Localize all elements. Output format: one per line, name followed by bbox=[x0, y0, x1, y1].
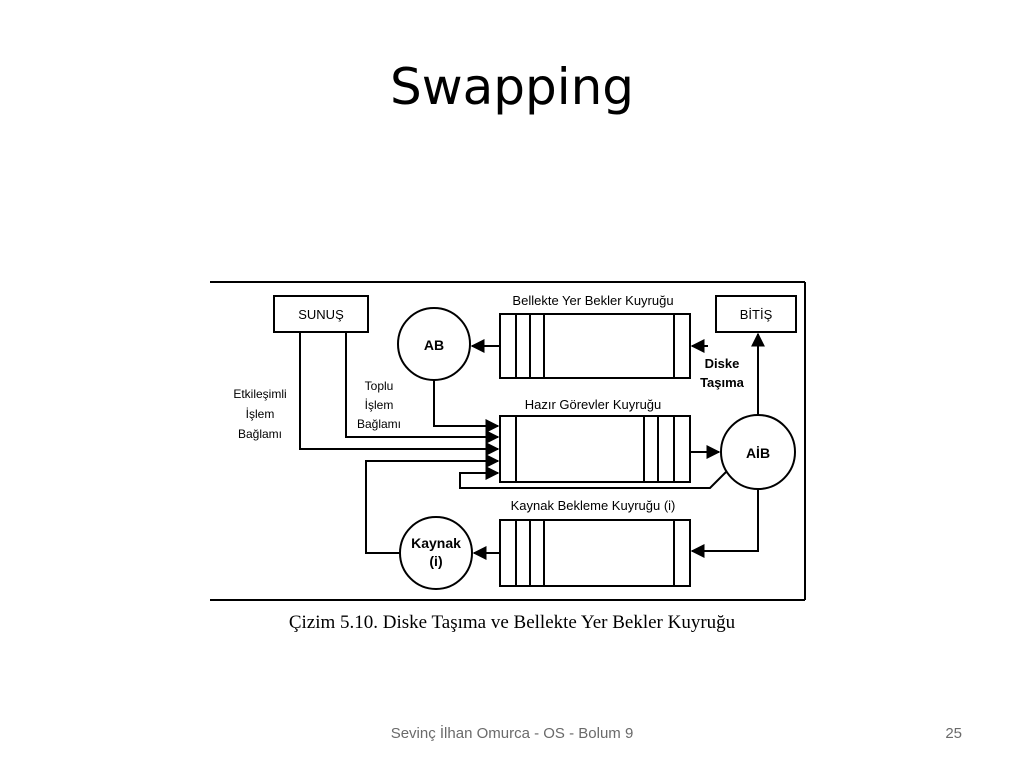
figure-frame bbox=[210, 281, 806, 601]
arrow-aib-to-queue3 bbox=[690, 489, 759, 558]
toplu-line1: Toplu bbox=[365, 379, 394, 393]
slide-title: Swapping bbox=[389, 58, 635, 116]
diske-line2: Taşıma bbox=[700, 375, 745, 390]
sunus-box: SUNUŞ bbox=[273, 295, 369, 333]
arrow-etkilesimli bbox=[299, 332, 500, 456]
aib-label: AİB bbox=[746, 445, 770, 461]
bitis-box: BİTİŞ bbox=[715, 295, 797, 333]
diske-line1: Diske bbox=[705, 356, 740, 371]
etkilesimli-line2: İşlem bbox=[246, 407, 275, 421]
arrow-ab-to-queue2 bbox=[433, 380, 500, 433]
kaynak-label-line1: Kaynak bbox=[411, 535, 461, 551]
ab-label: AB bbox=[424, 337, 444, 353]
kaynak-queue-label: Kaynak Bekleme Kuyruğu (i) bbox=[511, 498, 676, 513]
etkilesimli-label: Etkileşimli İşlem Bağlamı bbox=[233, 387, 286, 441]
kaynak-label-line2: (i) bbox=[429, 553, 442, 569]
ab-circle: AB bbox=[397, 307, 471, 381]
connectors bbox=[299, 332, 765, 560]
aib-circle: AİB bbox=[720, 414, 796, 490]
etkilesimli-line1: Etkileşimli bbox=[233, 387, 286, 401]
kaynak-queue: Kaynak Bekleme Kuyruğu (i) bbox=[499, 498, 691, 587]
sunus-label: SUNUŞ bbox=[298, 307, 344, 322]
arrow-toplu bbox=[345, 332, 500, 444]
toplu-label: Toplu İşlem Bağlamı bbox=[357, 379, 401, 431]
arrow-kaynak-to-queue2 bbox=[365, 454, 500, 554]
toplu-line3: Bağlamı bbox=[357, 417, 401, 431]
bellekte-queue: Bellekte Yer Bekler Kuyruğu bbox=[499, 293, 691, 379]
toplu-line2: İşlem bbox=[365, 398, 394, 412]
bitis-label: BİTİŞ bbox=[740, 307, 773, 322]
figure-caption: Çizim 5.10. Diske Taşıma ve Bellekte Yer… bbox=[288, 612, 736, 633]
hazir-queue: Hazır Görevler Kuyruğu bbox=[499, 397, 691, 483]
footer-text: Sevinç İlhan Omurca - OS - Bolum 9 bbox=[390, 725, 634, 742]
kaynak-circle: Kaynak (i) bbox=[399, 516, 473, 590]
page-number: 25 bbox=[945, 725, 962, 742]
bellekte-queue-label: Bellekte Yer Bekler Kuyruğu bbox=[512, 293, 673, 308]
swapping-diagram: SUNUŞ BİTİŞ AB AİB Kaynak (i) Bellekte Y… bbox=[208, 276, 808, 606]
arrow-aib-loop-to-queue2 bbox=[459, 466, 727, 489]
etkilesimli-line3: Bağlamı bbox=[238, 427, 282, 441]
diske-label: Diske Taşıma bbox=[700, 356, 745, 390]
hazir-queue-label: Hazır Görevler Kuyruğu bbox=[525, 397, 662, 412]
